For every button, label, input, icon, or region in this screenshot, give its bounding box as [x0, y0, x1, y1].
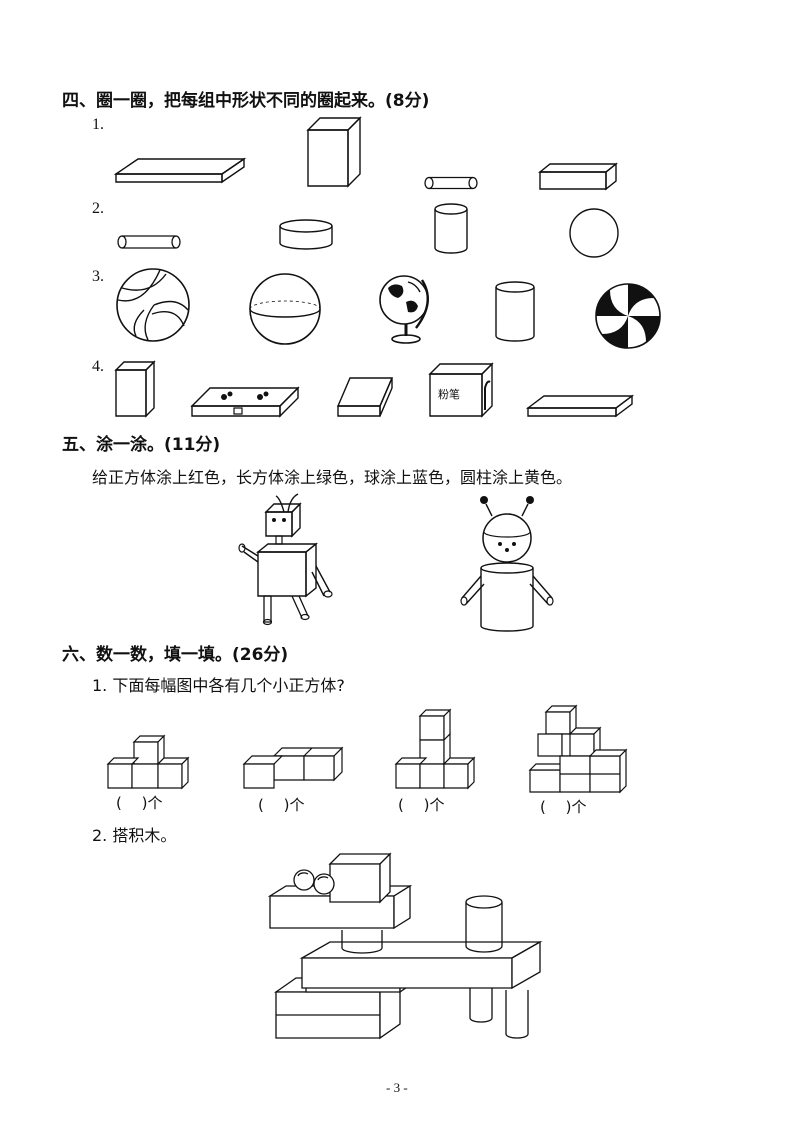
pencil-case-shape [190, 384, 300, 420]
round-robot-figure [456, 496, 566, 634]
flat-slab-shape [526, 394, 634, 420]
answer-blank[interactable]: ( )个 [116, 794, 163, 812]
cube-stack-figure-3 [396, 708, 478, 794]
page-number: - 3 - [386, 1080, 408, 1095]
cube-stack-figure-2 [244, 746, 344, 792]
tall-box-shape [114, 360, 156, 418]
cylinder-shape [433, 202, 469, 256]
flat-slab-shape [116, 156, 246, 186]
sphere-shape [568, 207, 620, 259]
cylinder-shape [494, 280, 536, 344]
item-number: 2. [92, 200, 104, 217]
answer-blank[interactable]: ( )个 [258, 796, 305, 814]
chalk-box-label: 粉笔 [438, 388, 460, 401]
thin-cylinder-shape [423, 176, 479, 190]
globe-shape [376, 272, 438, 346]
item-number: 3. [92, 268, 104, 285]
answer-blank[interactable]: ( )个 [540, 798, 587, 816]
section6-question1: 1. 下面每幅图中各有几个小正方体? [92, 676, 345, 695]
item-number: 1. [92, 116, 104, 133]
sphere-shape [248, 272, 322, 346]
short-cylinder-shape [278, 218, 334, 252]
box-robot-figure [236, 490, 336, 630]
cube-stack-figure-4 [530, 706, 626, 796]
answer-blank[interactable]: ( )个 [398, 796, 445, 814]
section5-heading: 五、涂一涂。(11分) [62, 435, 221, 455]
tall-box-shape [306, 116, 362, 188]
thin-cylinder-shape [116, 234, 182, 250]
item-number: 4. [92, 358, 104, 375]
volleyball-shape [114, 266, 192, 344]
section6-question2: 2. 搭积木。 [92, 826, 177, 845]
building-blocks-figure [270, 852, 546, 1048]
section4-heading: 四、圈一圈，把每组中形状不同的圈起来。(8分) [62, 91, 430, 111]
cube-stack-figure-1 [108, 734, 190, 794]
book-box-shape [336, 376, 394, 420]
beach-ball-shape [594, 282, 662, 350]
low-box-shape [538, 162, 618, 192]
chalk-box-shape [428, 362, 494, 418]
section5-instruction: 给正方体涂上红色，长方体涂上绿色，球涂上蓝色，圆柱涂上黄色。 [92, 468, 573, 487]
section6-heading: 六、数一数，填一填。(26分) [62, 645, 289, 665]
